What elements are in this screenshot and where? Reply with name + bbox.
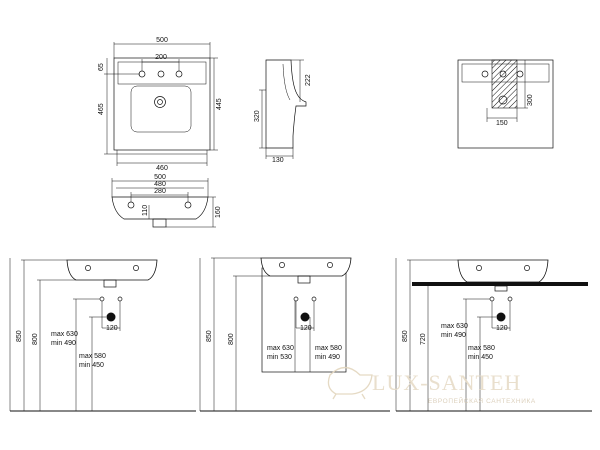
- waste-outlet-1: [106, 312, 116, 322]
- supply-right-1: [117, 296, 123, 302]
- range-lower-min-3: min 450: [468, 354, 493, 361]
- range-lower-max-3: max 580: [468, 345, 495, 352]
- dim-width-460: 460: [156, 165, 168, 172]
- range-left-max-2: max 630: [267, 345, 294, 352]
- dim-front-480: 480: [154, 181, 166, 188]
- mounting-zone-hatch: [491, 59, 518, 109]
- dim-130: 130: [272, 157, 284, 164]
- range-right-min-2: min 490: [315, 354, 340, 361]
- h-850-2: 850: [206, 330, 213, 342]
- install-diagram-countertop: 850 720 max 630 min 490 max 580 min 450 …: [395, 258, 592, 412]
- basin-2: [260, 257, 352, 277]
- fixing-hole-center: [499, 70, 507, 78]
- range-upper-min-1: min 490: [51, 340, 76, 347]
- tap-deck: [117, 61, 207, 85]
- bathtub-logo-icon: [327, 366, 373, 395]
- range-upper-max-3: max 630: [441, 323, 468, 330]
- supply-right-3: [507, 296, 513, 302]
- side-view: 222 320 130: [254, 59, 312, 164]
- top-plan-view: 500 200 65 465 445 460: [98, 37, 223, 172]
- h-800-2: 800: [228, 333, 235, 345]
- waste-outlet-2: [300, 312, 310, 322]
- front-hole-right: [184, 201, 192, 209]
- basin-1: [66, 259, 158, 281]
- supply-left-2: [293, 296, 299, 302]
- drain-outer: [154, 96, 166, 108]
- dim-front-160: 160: [215, 206, 222, 218]
- front-rim: [116, 150, 208, 155]
- h-850-1: 850: [16, 330, 23, 342]
- h-850-3: 850: [402, 330, 409, 342]
- rear-drain: [498, 95, 508, 105]
- dim-front-280: 280: [154, 188, 166, 195]
- dim-depth-445: 445: [216, 98, 223, 110]
- dim-front-500: 500: [154, 174, 166, 181]
- basin-outline: [113, 57, 211, 151]
- tap-hole-center: [157, 70, 165, 78]
- watermark-tagline: ЕВРОПЕЙСКАЯ САНТЕХНИКА: [428, 396, 536, 405]
- dim-300: 300: [527, 94, 534, 106]
- install-diagram-wall-hung: 850 800 max 630 min 490 max 580 min 450 …: [9, 258, 196, 412]
- range-upper-min-3: min 490: [441, 332, 466, 339]
- range-right-max-2: max 580: [315, 345, 342, 352]
- fixing-hole-right: [516, 70, 524, 78]
- front-hole-left: [127, 201, 135, 209]
- dim-120-1: 120: [106, 325, 118, 332]
- front-drain-stub: [152, 218, 167, 228]
- rear-view: 300 150: [457, 59, 554, 149]
- dim-65: 65: [98, 63, 105, 71]
- waste-outlet-3: [496, 312, 506, 322]
- range-lower-min-1: min 450: [79, 362, 104, 369]
- supply-left-1: [99, 296, 105, 302]
- watermark: LUX-SANTEH ЕВРОПЕЙСКАЯ САНТЕХНИКА: [327, 366, 536, 405]
- front-view: 500 480 280 110 160: [111, 174, 222, 228]
- dim-120-3: 120: [496, 325, 508, 332]
- range-left-min-2: min 530: [267, 354, 292, 361]
- watermark-brand: LUX-SANTEH: [372, 370, 521, 395]
- supply-right-2: [311, 296, 317, 302]
- dim-tap-spacing-200: 200: [155, 54, 167, 61]
- inner-bowl: [130, 85, 192, 133]
- dim-width-500: 500: [156, 37, 168, 44]
- dim-depth-465: 465: [98, 103, 105, 115]
- dim-front-110: 110: [142, 205, 149, 216]
- range-upper-max-1: max 630: [51, 331, 78, 338]
- dim-150: 150: [496, 120, 508, 127]
- install-diagram-vanity: 850 800 max 630 min 530 max 580 min 490 …: [199, 257, 390, 412]
- countertop: [412, 282, 588, 286]
- h-800-1: 800: [32, 333, 39, 345]
- drain-inner: [157, 99, 163, 105]
- h-720-3: 720: [420, 333, 427, 345]
- dim-320: 320: [254, 110, 261, 122]
- supply-left-3: [489, 296, 495, 302]
- dim-222: 222: [305, 74, 312, 86]
- side-profile: [265, 59, 307, 149]
- fixing-hole-left: [481, 70, 489, 78]
- range-lower-max-1: max 580: [79, 353, 106, 360]
- tap-hole-right: [175, 70, 183, 78]
- front-basin: [111, 196, 209, 220]
- basin-3: [457, 259, 549, 283]
- dim-120-2: 120: [300, 325, 312, 332]
